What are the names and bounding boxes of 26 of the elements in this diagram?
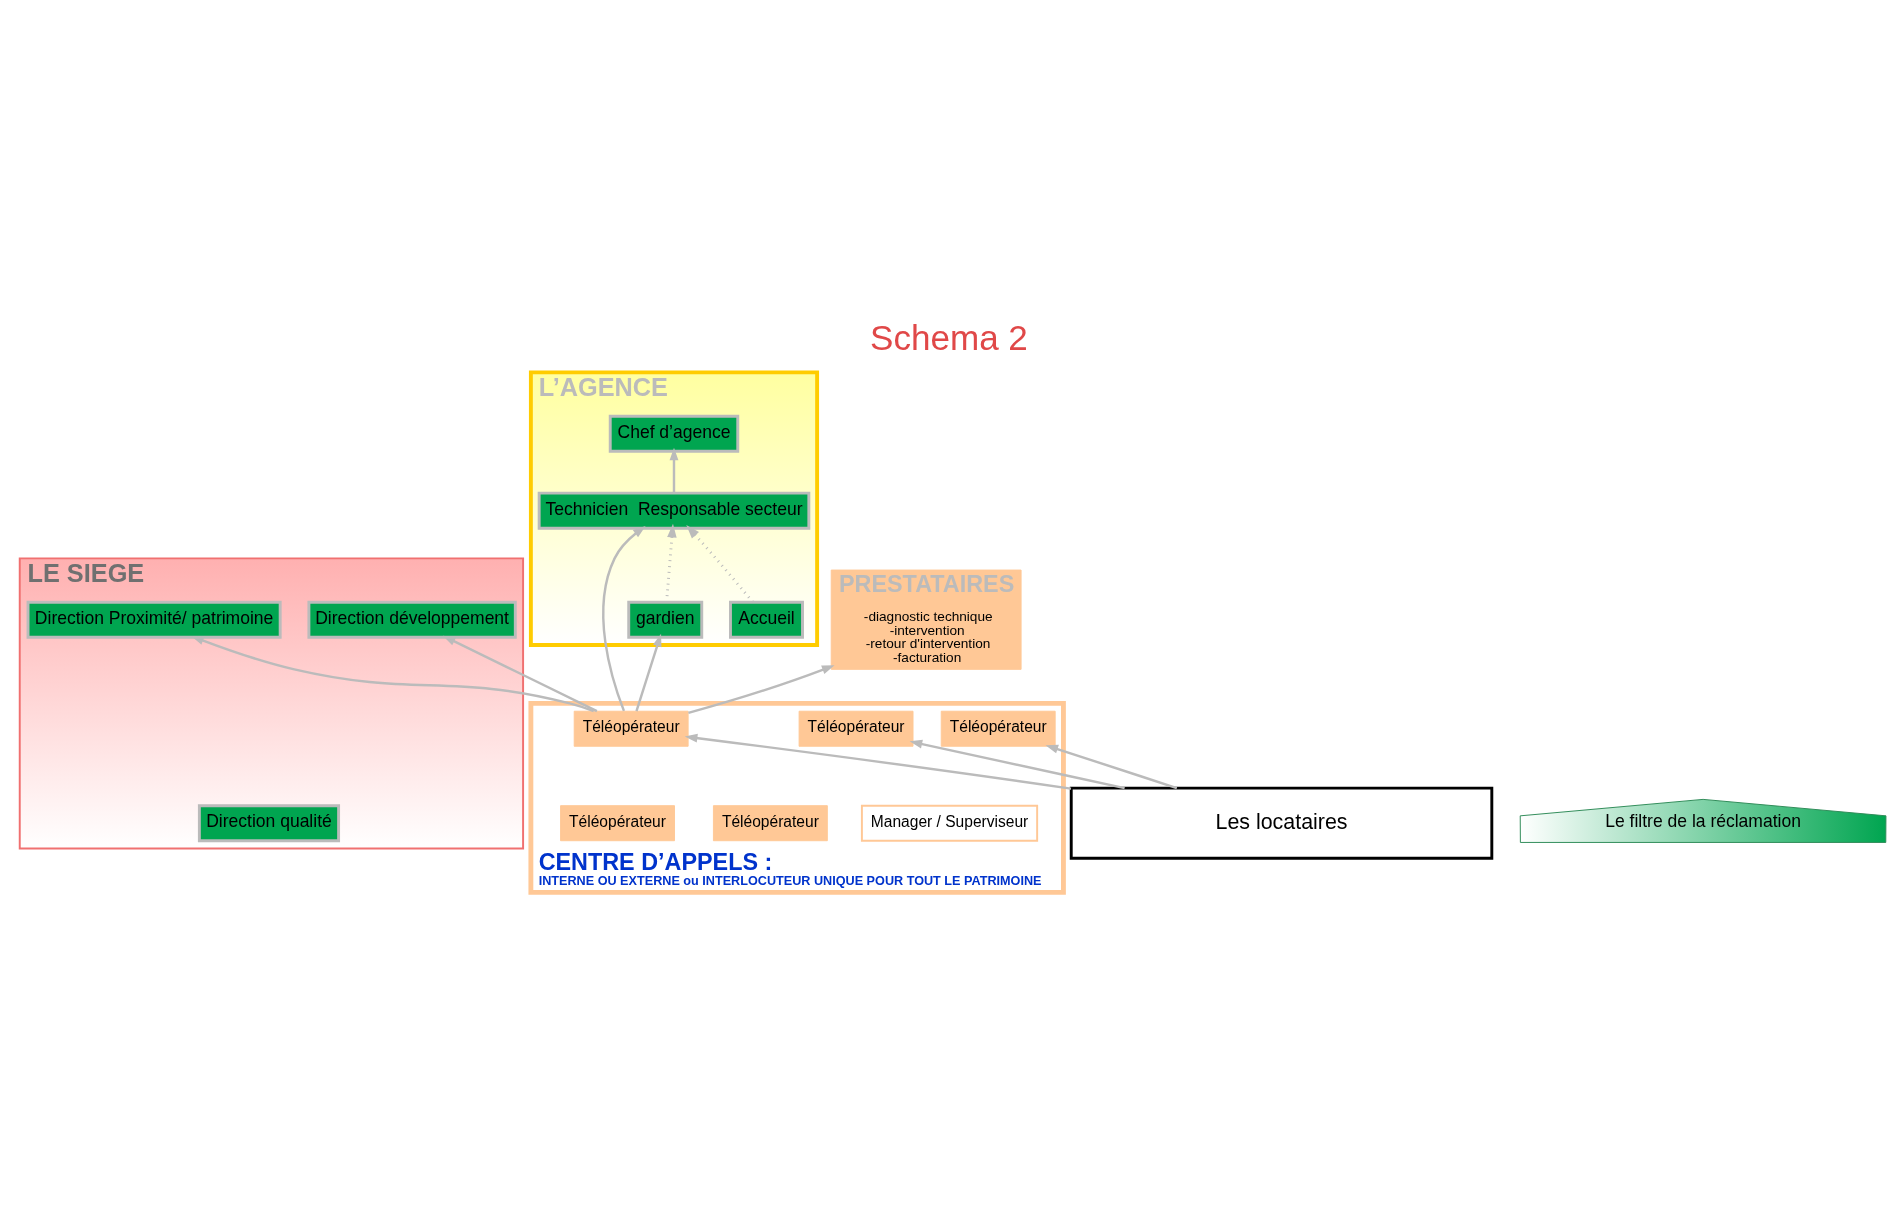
- node-box: Direction développement: [307, 600, 517, 639]
- node-box: Direction Proximité/ patrimoine: [26, 600, 282, 639]
- arrow: [909, 739, 1125, 789]
- node-box: Téléopérateur: [798, 710, 914, 747]
- arrow: [635, 633, 662, 711]
- arrow: [191, 635, 595, 712]
- node-box: PRESTATAIRES -diagnostic technique -intervention -retour d'intervention -facturation: [830, 569, 1022, 670]
- node-box: Téléopérateur: [573, 710, 689, 747]
- node-box: Accueil: [729, 600, 804, 639]
- arrow: [602, 525, 646, 711]
- arrow: [684, 733, 1072, 790]
- diagram-title: Schema 2: [870, 317, 1028, 357]
- node-box: Manager / Superviseur: [860, 804, 1039, 842]
- node-box: Les locataires: [1069, 786, 1494, 860]
- arrow: [442, 635, 598, 712]
- arrow: [669, 447, 679, 493]
- arrow: [688, 664, 835, 714]
- node-box: Téléopérateur: [940, 710, 1056, 747]
- node-box: Chef d’agence: [608, 414, 740, 453]
- arrow: [686, 524, 754, 603]
- node-box: gardien: [627, 600, 704, 639]
- node-box: Technicien Responsable secteur: [537, 491, 811, 530]
- arrow: [1045, 744, 1178, 789]
- node-box: Direction qualité: [197, 803, 341, 842]
- node-box: Téléopérateur: [712, 804, 828, 841]
- node-box: Téléopérateur: [560, 804, 675, 841]
